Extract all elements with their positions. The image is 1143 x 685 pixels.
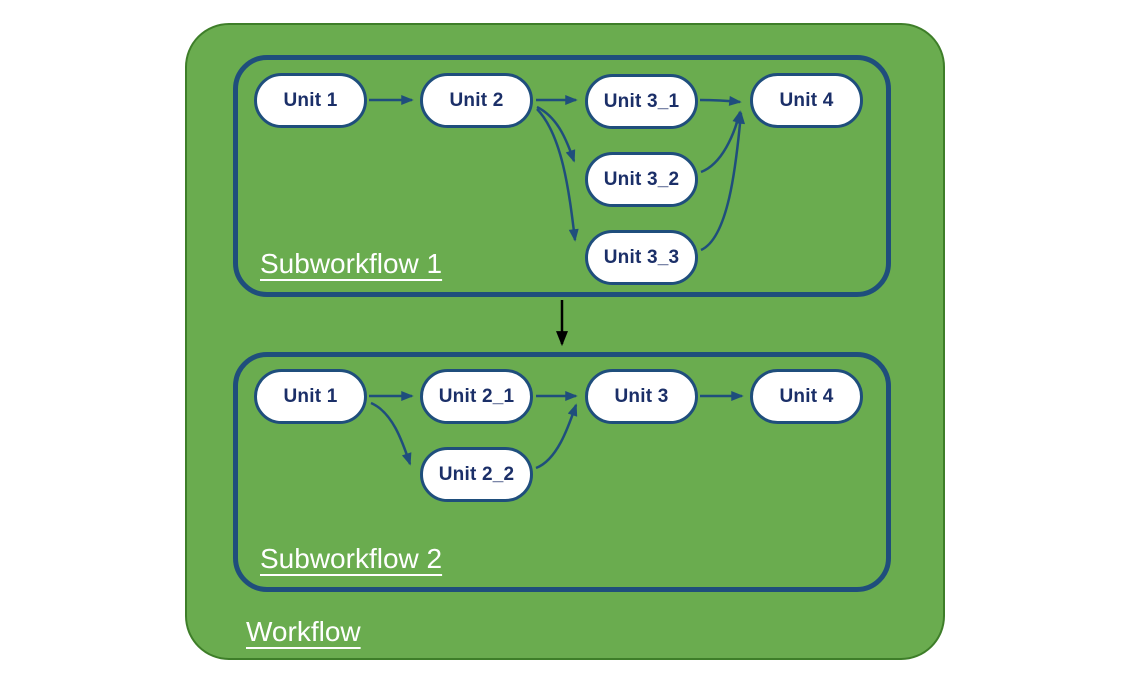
node-sw2-unit4: Unit 4 (750, 369, 863, 424)
node-sw2-unit2_2: Unit 2_2 (420, 447, 533, 502)
node-sw1-unit4: Unit 4 (750, 73, 863, 128)
node-sw1-unit2: Unit 2 (420, 73, 533, 128)
workflow-label: Workflow (246, 616, 361, 647)
subworkflow-1-container (233, 55, 891, 297)
node-sw1-unit3_3: Unit 3_3 (585, 230, 698, 285)
node-sw2-unit1: Unit 1 (254, 369, 367, 424)
subworkflow-2-container (233, 352, 891, 592)
subworkflow-1-label: Subworkflow 1 (260, 248, 443, 279)
node-sw2-unit2_1: Unit 2_1 (420, 369, 533, 424)
node-sw1-unit3_1: Unit 3_1 (585, 74, 698, 129)
node-sw1-unit3_2: Unit 3_2 (585, 152, 698, 207)
node-sw2-unit3: Unit 3 (585, 369, 698, 424)
subworkflow-2-label: Subworkflow 2 (260, 543, 443, 574)
node-sw1-unit1: Unit 1 (254, 73, 367, 128)
